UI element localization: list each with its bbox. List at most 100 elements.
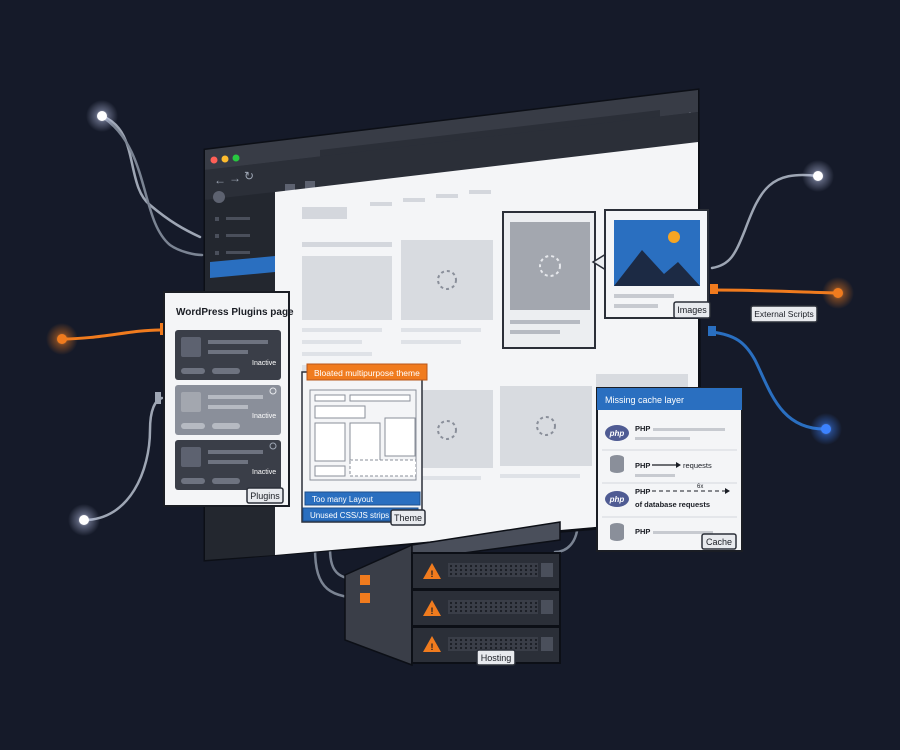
vent-hole bbox=[489, 568, 493, 572]
vent-hole bbox=[449, 646, 453, 650]
vent-hole bbox=[469, 605, 473, 609]
vent-hole bbox=[499, 638, 503, 642]
plugin-status: Inactive bbox=[252, 413, 276, 420]
vent-hole bbox=[509, 601, 513, 605]
vent-hole bbox=[469, 601, 473, 605]
vent-hole bbox=[474, 646, 478, 650]
vent-hole bbox=[459, 609, 463, 613]
vent-hole bbox=[534, 609, 538, 613]
cable-white-right bbox=[710, 173, 820, 270]
back-arrow-icon: ← bbox=[214, 173, 226, 187]
vent-hole bbox=[514, 605, 518, 609]
vent-hole bbox=[464, 564, 468, 568]
svg-text:!: ! bbox=[431, 569, 434, 579]
vent-hole bbox=[459, 568, 463, 572]
images-tag bbox=[673, 301, 711, 319]
vent-hole bbox=[484, 572, 488, 576]
database-icon bbox=[610, 455, 624, 473]
vent-hole bbox=[509, 638, 513, 642]
vent-dots bbox=[449, 564, 538, 650]
wp-menu-items bbox=[215, 217, 250, 255]
vent-hole bbox=[484, 605, 488, 609]
vent-hole bbox=[519, 572, 523, 576]
vent-hole bbox=[494, 642, 498, 646]
plug-end-white bbox=[79, 515, 89, 525]
puzzle-piece-icon bbox=[181, 392, 201, 412]
vent-hole bbox=[524, 568, 528, 572]
vent-hole bbox=[499, 642, 503, 646]
vent-hole bbox=[449, 572, 453, 576]
plugins-panel: WordPress Plugins page Inactive Inactive bbox=[155, 291, 294, 507]
vent-hole bbox=[449, 605, 453, 609]
vent-hole bbox=[464, 609, 468, 613]
cable-plugs bbox=[46, 100, 854, 536]
vent-hole bbox=[519, 601, 523, 605]
vent-hole bbox=[489, 601, 493, 605]
cable-white-bottom bbox=[82, 396, 164, 522]
images-tag-label: Images bbox=[677, 305, 707, 315]
vent-hole bbox=[449, 642, 453, 646]
vent-hole bbox=[509, 568, 513, 572]
vent-hole bbox=[499, 605, 503, 609]
cache-row: php PHP 6x of database requests bbox=[605, 484, 730, 509]
warning-icon bbox=[423, 563, 441, 579]
vent-hole bbox=[454, 605, 458, 609]
plug-end-white bbox=[97, 111, 107, 121]
theme-layout-wireframe bbox=[309, 389, 417, 481]
vent-hole bbox=[479, 642, 483, 646]
plugins-page-title: WordPress Plugins page bbox=[176, 307, 294, 318]
vent-hole bbox=[484, 564, 488, 568]
server-unit: ! bbox=[411, 552, 561, 590]
vent-hole bbox=[464, 568, 468, 572]
vent-hole bbox=[454, 564, 458, 568]
theme-issue: Too many Layout bbox=[312, 495, 374, 504]
page-header-placeholders bbox=[302, 190, 491, 247]
rack-shadow-side bbox=[344, 543, 413, 667]
vent-hole bbox=[524, 572, 528, 576]
vent-hole bbox=[499, 646, 503, 650]
svg-text:!: ! bbox=[431, 606, 434, 616]
vent-hole bbox=[484, 568, 488, 572]
vent-hole bbox=[474, 609, 478, 613]
content-card-loading bbox=[500, 386, 592, 478]
vent-hole bbox=[504, 642, 508, 646]
vent-hole bbox=[479, 609, 483, 613]
vent-hole bbox=[494, 572, 498, 576]
plugin-row: Inactive bbox=[175, 385, 281, 435]
vent-hole bbox=[514, 609, 518, 613]
vent-hole bbox=[514, 601, 518, 605]
cache-header bbox=[597, 388, 742, 410]
vent-hole bbox=[479, 568, 483, 572]
vent-hole bbox=[509, 564, 513, 568]
vent-hole bbox=[454, 638, 458, 642]
vent-hole bbox=[464, 572, 468, 576]
vent-hole bbox=[494, 646, 498, 650]
theme-header bbox=[306, 363, 428, 381]
svg-text:PHP: PHP bbox=[635, 424, 650, 433]
hosting-tag-label: Hosting bbox=[481, 653, 512, 663]
cache-row: PHP requests bbox=[610, 455, 712, 477]
external-scripts-label: External Scripts bbox=[754, 309, 814, 319]
vent-hole bbox=[489, 638, 493, 642]
vent-hole bbox=[454, 572, 458, 576]
vent-hole bbox=[474, 638, 478, 642]
loading-spinner-icon bbox=[536, 416, 556, 436]
vent-hole bbox=[519, 609, 523, 613]
svg-text:PHP: PHP bbox=[635, 527, 650, 536]
vent-hole bbox=[449, 638, 453, 642]
vent-hole bbox=[499, 601, 503, 605]
php-icon bbox=[605, 491, 629, 507]
vent-hole bbox=[459, 572, 463, 576]
vent-hole bbox=[514, 568, 518, 572]
vent-hole bbox=[474, 572, 478, 576]
cache-header-label: Missing cache layer bbox=[605, 395, 684, 405]
vent-hole bbox=[479, 601, 483, 605]
hosting-rack: ! ! ! Hosting bbox=[344, 521, 561, 667]
vent-hole bbox=[469, 564, 473, 568]
vent-hole bbox=[469, 568, 473, 572]
vent-hole bbox=[519, 564, 523, 568]
vent-hole bbox=[509, 605, 513, 609]
cable-white-top bbox=[100, 114, 202, 239]
cable-orange-right bbox=[710, 288, 840, 295]
plugins-tag-label: Plugins bbox=[250, 491, 280, 501]
